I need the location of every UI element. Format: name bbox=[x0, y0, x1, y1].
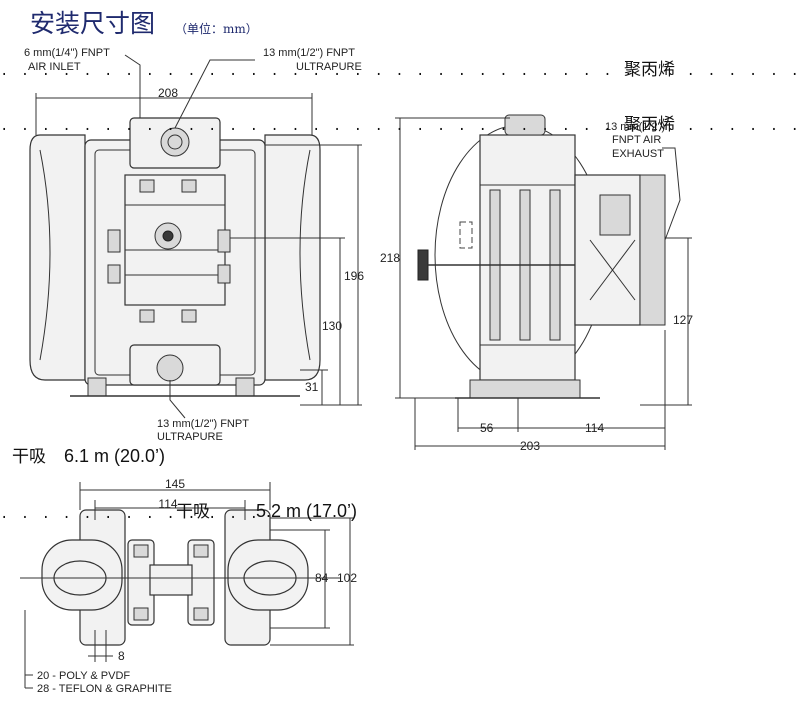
material-label-1: 聚丙烯 bbox=[624, 60, 675, 80]
dry-lift-label-2: 干吸 bbox=[176, 502, 210, 522]
ultrapure-top-leader bbox=[174, 59, 255, 129]
front-view: 208 196 130 31 bbox=[29, 54, 364, 419]
left-chamber bbox=[29, 134, 86, 381]
dim-203: 203 bbox=[520, 439, 540, 453]
ultrapure-bottom-leader bbox=[169, 380, 186, 419]
dim-114: 114 bbox=[585, 421, 604, 435]
ultrapure-top-size: 13 mm(1/2") FNPT bbox=[263, 47, 355, 59]
side-base bbox=[469, 379, 581, 399]
dry-lift-value-1: 6.1 m (20.0’) bbox=[64, 446, 165, 466]
ultrapure-bottom-label: ULTRAPURE bbox=[157, 431, 223, 443]
dim-127: 127 bbox=[673, 313, 693, 327]
dim-56: 56 bbox=[480, 421, 494, 435]
dot-leader-2: . . . . . . . . . . . . . . . . . . . . … bbox=[0, 119, 797, 135]
dry-lift-label-1: 干吸 bbox=[12, 447, 46, 467]
air-inlet-leader bbox=[124, 54, 141, 118]
dot-leader-3: . . . . . . . . . . . . . bbox=[0, 507, 260, 523]
bottom-port bbox=[156, 354, 184, 382]
material-label-2: 聚丙烯 bbox=[624, 115, 675, 135]
unit-note: （单位：mm） bbox=[175, 21, 258, 36]
dim-130: 130 bbox=[322, 319, 342, 333]
note-teflon: 28 - TEFLON & GRAPHITE bbox=[37, 683, 172, 695]
ultrapure-top-label: ULTRAPURE bbox=[296, 61, 362, 73]
note-poly: 20 - POLY & PVDF bbox=[37, 670, 130, 682]
dim-208: 208 bbox=[158, 86, 178, 100]
exhaust-size: 13 mm(1/2") bbox=[605, 121, 665, 133]
exhaust-type: FNPT AIR bbox=[612, 134, 661, 146]
dim-114b: 114 bbox=[158, 497, 177, 511]
bottom-view: 145 114 84 102 8 bbox=[20, 477, 357, 689]
exhaust-cap bbox=[639, 174, 666, 326]
exhaust-label: EXHAUST bbox=[612, 148, 664, 160]
air-inlet-size: 6 mm(1/4") FNPT bbox=[24, 47, 110, 59]
dim-84: 84 bbox=[315, 571, 329, 585]
page-title: 安装尺寸图 bbox=[30, 9, 155, 38]
dim-31: 31 bbox=[305, 380, 319, 394]
dry-lift-value-2: 5.2 m (17.0’) bbox=[256, 501, 357, 521]
ultrapure-bottom-size: 13 mm(1/2") FNPT bbox=[157, 418, 249, 430]
right-chamber bbox=[264, 134, 321, 381]
dim-102: 102 bbox=[337, 571, 357, 585]
bottom-center-tube bbox=[149, 564, 193, 596]
side-view: 218 127 56 114 203 bbox=[380, 114, 693, 453]
exhaust-leader bbox=[662, 147, 681, 241]
dim-145: 145 bbox=[165, 477, 185, 491]
air-inlet-label: AIR INLET bbox=[28, 61, 81, 73]
dim-8: 8 bbox=[118, 649, 125, 663]
dot-leader-1: . . . . . . . . . . . . . . . . . . . . … bbox=[0, 64, 797, 80]
dim-196: 196 bbox=[344, 269, 364, 283]
dim-218: 218 bbox=[380, 251, 400, 265]
left-clamp bbox=[417, 249, 429, 281]
